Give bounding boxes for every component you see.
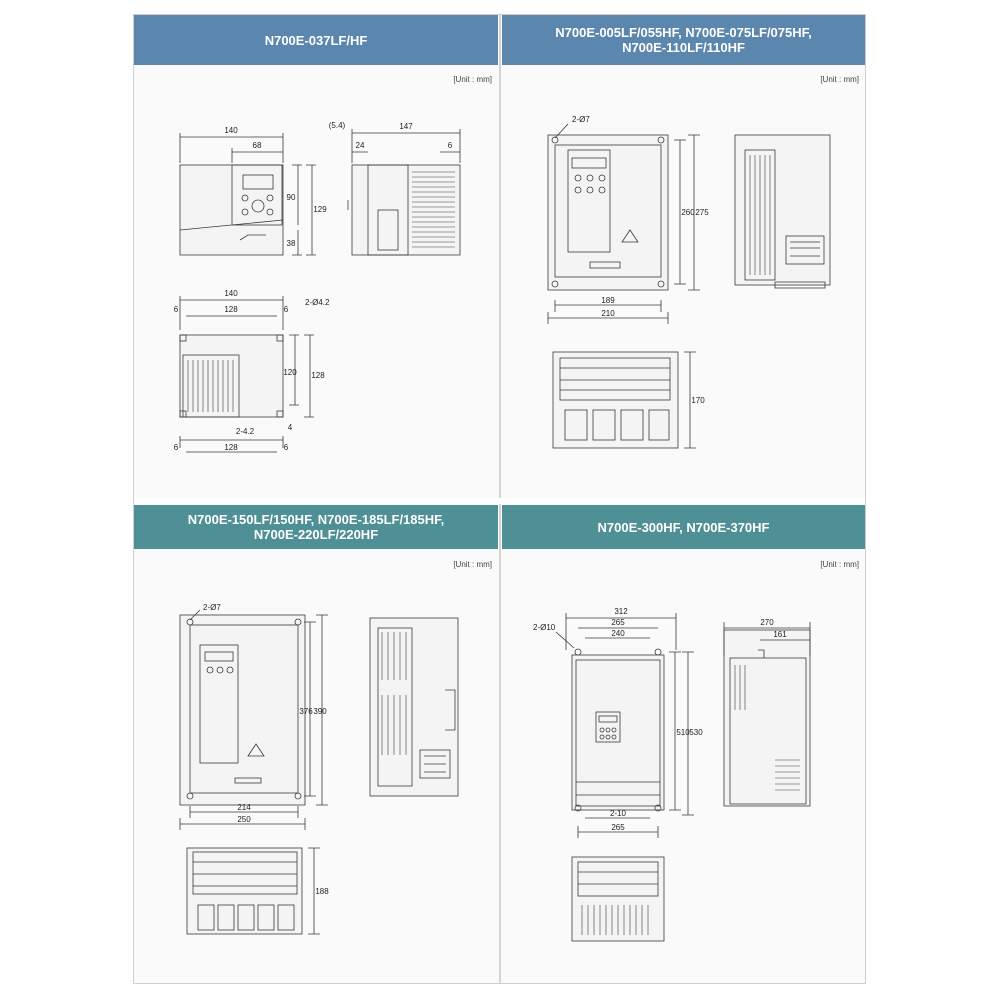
dim-text: 147: [399, 122, 413, 131]
dim-text: 38: [287, 239, 296, 248]
dim-text: 2-Ø10: [533, 623, 556, 632]
unit-label: [Unit : mm]: [820, 560, 859, 569]
dim-text: 6: [284, 305, 289, 314]
title-line: N700E-220LF/220HF: [253, 527, 379, 542]
dim-text: 376: [299, 707, 313, 716]
dim-text: 2-Ø4.2: [305, 298, 330, 307]
panel-005-110-title: N700E-005LF/055HF, N700E-075LF/075HF, N7…: [502, 15, 865, 65]
dim-text: 189: [601, 296, 615, 305]
p1-front-view: [179, 133, 316, 256]
p1-bottom-view: [179, 296, 314, 453]
dim-text: (5.4): [329, 121, 346, 130]
dim-text: 265: [611, 823, 625, 832]
p2-front-view: [547, 123, 700, 324]
dim-text: 2-4.2: [236, 427, 255, 436]
p3-front-view: [179, 609, 328, 830]
dim-text: 250: [237, 815, 251, 824]
dim-text: 170: [691, 396, 705, 405]
panel-300-370: N700E-300HF, N700E-370HF [Unit : mm]: [502, 505, 865, 983]
dim-text: 24: [356, 141, 365, 150]
p2-bottom-view: [552, 351, 696, 449]
p3-side-view: [369, 617, 459, 797]
dim-text: 6: [448, 141, 453, 150]
dim-text: 128: [224, 305, 238, 314]
dim-text: 390: [313, 707, 327, 716]
dim-text: 260: [681, 208, 695, 217]
dim-text: 6: [174, 443, 179, 452]
title-line: N700E-005LF/055HF, N700E-075LF/075HF,: [555, 25, 812, 40]
dim-text: 510: [676, 728, 690, 737]
dim-text: 140: [224, 289, 238, 298]
horizontal-divider: [134, 498, 865, 504]
dim-text: 265: [611, 618, 625, 627]
title-line: N700E-110LF/110HF: [622, 40, 745, 55]
panel-150-220-title: N700E-150LF/150HF, N700E-185LF/185HF, N7…: [134, 505, 498, 549]
dim-text: 128: [224, 443, 238, 452]
p3-bottom-view: [186, 847, 320, 935]
dim-text: 6: [174, 305, 179, 314]
dim-text: 68: [253, 141, 262, 150]
title-line: N700E-150LF/150HF, N700E-185LF/185HF,: [187, 512, 445, 527]
unit-label: [Unit : mm]: [453, 75, 492, 84]
panel-037-title: N700E-037LF/HF: [134, 15, 498, 65]
dim-text: 530: [689, 728, 703, 737]
unit-label: [Unit : mm]: [453, 560, 492, 569]
dim-text: 128: [311, 371, 325, 380]
p4-front-view: [555, 613, 694, 838]
p1-side-view: [347, 129, 461, 256]
dim-text: 214: [237, 803, 251, 812]
dim-text: 4: [288, 423, 293, 432]
dim-text: 90: [287, 193, 296, 202]
p4-bottom-view: [571, 856, 665, 942]
dim-text: 2-Ø7: [572, 115, 590, 124]
panel-300-370-title: N700E-300HF, N700E-370HF: [502, 505, 865, 549]
dim-text: 188: [315, 887, 329, 896]
dim-text: 6: [284, 443, 289, 452]
unit-label: [Unit : mm]: [820, 75, 859, 84]
dim-text: 161: [773, 630, 787, 639]
p4-side-view: [723, 622, 811, 807]
dim-text: 2-10: [610, 809, 627, 818]
dim-text: 210: [601, 309, 615, 318]
title-line: N700E-300HF, N700E-370HF: [597, 519, 770, 535]
dim-text: 240: [611, 629, 625, 638]
p2-side-view: [734, 134, 831, 289]
dim-text: 275: [695, 208, 709, 217]
dim-text: 270: [760, 618, 774, 627]
title-line: N700E-037LF/HF: [264, 32, 368, 48]
dim-text: 140: [224, 126, 238, 135]
dim-text: 312: [614, 607, 628, 616]
dim-text: 129: [313, 205, 327, 214]
dim-text: 120: [283, 368, 297, 377]
dim-text: 2-Ø7: [203, 603, 221, 612]
